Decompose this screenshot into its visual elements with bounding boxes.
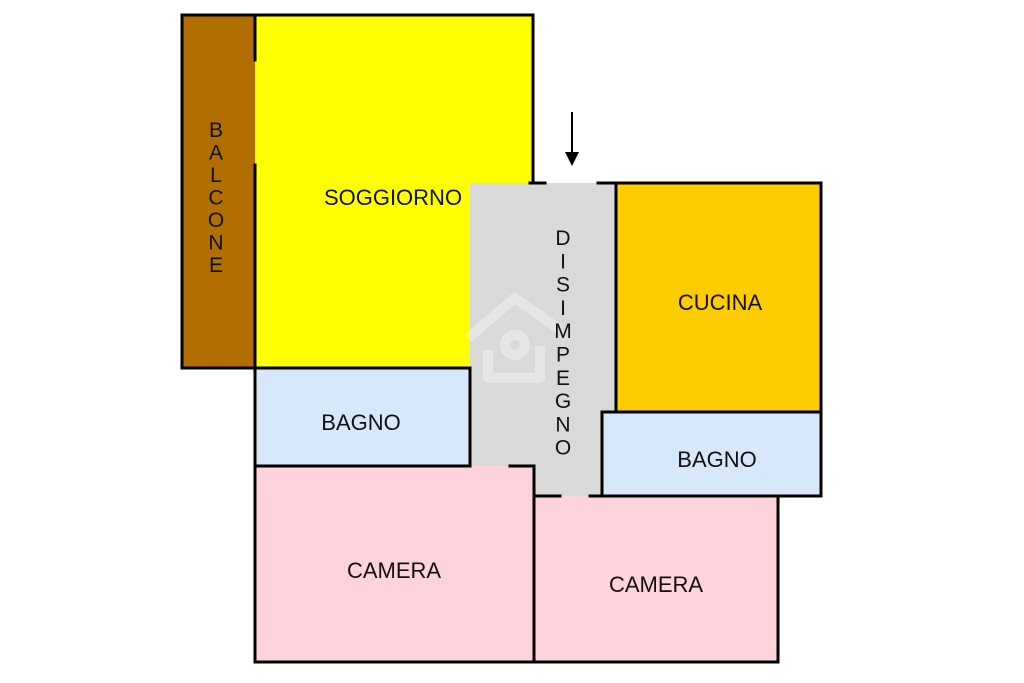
room-bagno-right <box>602 412 821 496</box>
label-camera-right: CAMERA <box>609 572 703 597</box>
down-arrow-icon <box>565 112 579 166</box>
walls <box>180 13 823 664</box>
label-bagno-left: BAGNO <box>321 410 400 435</box>
room-balcone <box>182 15 255 368</box>
room-camera-left <box>255 466 534 662</box>
label-soggiorno: SOGGIORNO <box>324 185 462 210</box>
room-disimpegno <box>470 183 616 496</box>
room-camera-right <box>534 496 778 662</box>
house-watermark-icon <box>464 293 563 383</box>
label-bagno-right: BAGNO <box>677 447 756 472</box>
room-cucina <box>616 183 821 412</box>
label-camera-left: CAMERA <box>347 558 441 583</box>
room-bagno-left <box>255 368 470 466</box>
label-cucina: CUCINA <box>678 290 763 315</box>
